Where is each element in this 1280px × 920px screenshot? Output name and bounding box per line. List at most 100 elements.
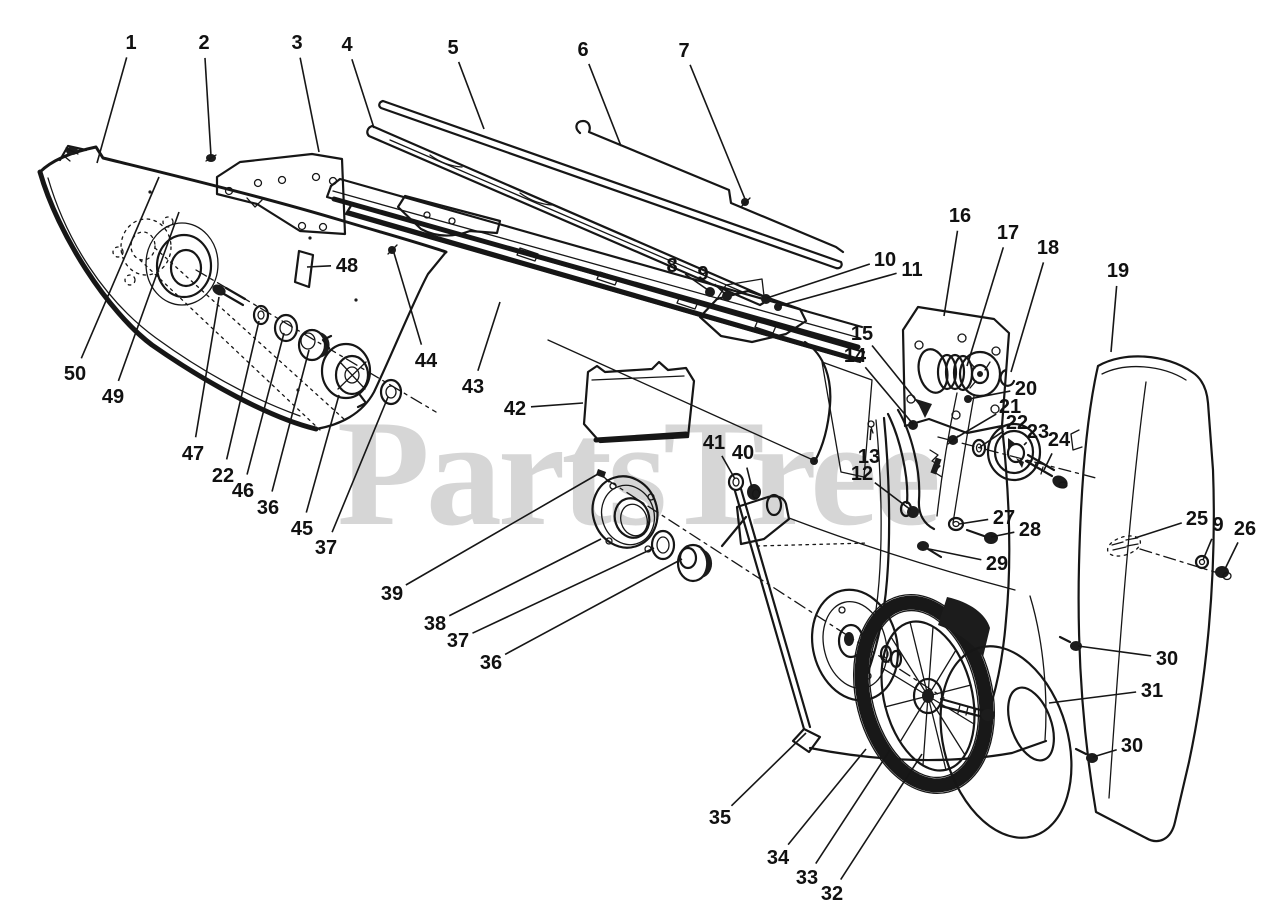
part-spacer-48 — [293, 249, 315, 289]
leader-line-22 — [225, 320, 260, 460]
leader-line-3 — [299, 57, 320, 153]
callout-33: 33 — [796, 867, 818, 889]
leader-line-38 — [448, 538, 602, 617]
leader-line-18 — [1010, 262, 1045, 373]
axle-bolt-icon — [939, 697, 995, 721]
leader-line-39 — [405, 473, 599, 586]
callout-9: 9 — [1212, 514, 1223, 536]
callout-35: 35 — [709, 807, 731, 829]
bolt-icon — [1058, 635, 1098, 763]
callout-49: 49 — [102, 386, 124, 408]
callout-36: 36 — [480, 652, 502, 674]
screw-icon — [1215, 566, 1232, 581]
leader-line-42 — [530, 402, 584, 408]
leader-line-32 — [840, 753, 923, 881]
leader-line-19 — [1110, 285, 1118, 353]
callout-4: 4 — [341, 34, 353, 56]
part-wheel — [852, 593, 996, 795]
bolt-icon — [205, 154, 217, 162]
leader-line-49 — [117, 211, 180, 382]
part-bearing-chain-left — [212, 244, 403, 409]
callout-19: 19 — [1107, 260, 1129, 282]
leader-line-45 — [305, 394, 340, 513]
leader-line-20 — [968, 390, 1011, 400]
callout-22: 22 — [212, 465, 234, 487]
leader-line-46 — [246, 332, 285, 475]
washer-icon — [727, 472, 761, 500]
callout-25: 25 — [1186, 508, 1208, 530]
callout-40: 40 — [732, 442, 754, 464]
leader-line-16 — [943, 230, 959, 317]
leader-line-28 — [990, 531, 1015, 538]
part-drive-pulley — [810, 588, 903, 702]
callout-10: 10 — [874, 249, 896, 271]
callout-9: 9 — [697, 263, 708, 285]
part-baffle — [582, 360, 696, 444]
leader-line-30 — [1092, 748, 1117, 758]
leader-line-14 — [864, 366, 914, 425]
callout-36: 36 — [257, 497, 279, 519]
callout-22: 22 — [1006, 412, 1028, 434]
pin-icon — [596, 469, 606, 478]
bolt-icon — [212, 284, 226, 296]
diagram-art — [37, 99, 1232, 843]
callout-39: 39 — [381, 583, 403, 605]
leader-line-26 — [1224, 542, 1239, 570]
part-side-plate — [37, 144, 448, 432]
callout-41: 41 — [703, 432, 725, 454]
callout-2: 2 — [198, 32, 209, 54]
leader-line-22 — [979, 430, 1005, 448]
leader-line-27 — [958, 518, 989, 525]
callout-34: 34 — [767, 847, 790, 869]
leader-line-9 — [714, 283, 726, 295]
callout-20: 20 — [1015, 378, 1037, 400]
callout-43: 43 — [462, 376, 484, 398]
leader-line-48 — [306, 265, 332, 268]
part-flange-bearings — [591, 469, 761, 583]
leader-line-21 — [953, 413, 997, 440]
leader-line-29 — [928, 548, 982, 561]
callout-14: 14 — [844, 345, 867, 367]
bolt-icon — [740, 197, 751, 208]
leader-line-23 — [1023, 441, 1028, 446]
callout-38: 38 — [424, 613, 446, 635]
callout-46: 46 — [232, 480, 254, 502]
leader-line-5 — [457, 61, 485, 130]
callout-18: 18 — [1037, 237, 1059, 259]
part-side-cover — [939, 355, 1232, 843]
callout-17: 17 — [997, 222, 1019, 244]
washer-icon — [1194, 554, 1210, 570]
callout-32: 32 — [821, 883, 843, 905]
clip-icon — [999, 368, 1016, 387]
leader-line-11 — [778, 272, 897, 307]
callout-37: 37 — [447, 630, 469, 652]
bolt-icon — [761, 294, 771, 304]
callout-15: 15 — [851, 323, 873, 345]
callout-31: 31 — [1141, 680, 1163, 702]
bolt-icon — [964, 395, 972, 403]
callout-42: 42 — [504, 398, 526, 420]
leader-line-47 — [194, 296, 220, 438]
leader-line-25 — [1134, 522, 1183, 539]
leader-line-13 — [869, 428, 872, 441]
leader-line-15 — [871, 344, 921, 406]
callout-13: 13 — [858, 446, 880, 468]
leader-line-9 — [1202, 538, 1213, 561]
leader-line-41 — [721, 455, 736, 480]
callout-8: 8 — [666, 255, 677, 277]
callout-7: 7 — [678, 40, 689, 62]
callout-30: 30 — [1121, 735, 1143, 757]
callout-6: 6 — [577, 39, 588, 61]
leader-line-31 — [1048, 691, 1137, 704]
leader-line-36 — [504, 558, 683, 656]
leader-line-17 — [966, 247, 1005, 367]
part-lower-rails — [325, 177, 866, 465]
part-upper-rails — [366, 99, 845, 307]
callout-30: 30 — [1156, 648, 1178, 670]
callout-16: 16 — [949, 205, 971, 227]
leader-line-12 — [874, 482, 912, 511]
callout-1: 1 — [125, 32, 136, 54]
